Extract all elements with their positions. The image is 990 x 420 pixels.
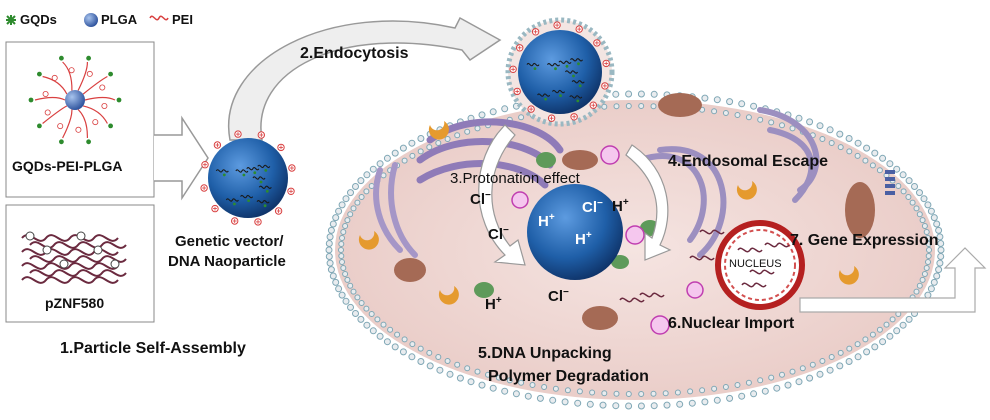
step-6-label: 6.Nuclear Import <box>668 315 795 332</box>
green-vesicles <box>474 152 660 298</box>
mitochondrion <box>582 306 618 330</box>
er-organelle <box>637 107 820 258</box>
step-3-label: 3.Protonation effect <box>450 170 580 187</box>
ion-symbol: Cl <box>582 199 597 216</box>
chloride-ion-label: Cl− <box>488 225 509 243</box>
legend-gqds-label: GQDs <box>20 12 57 27</box>
proton-label: H+ <box>485 295 502 313</box>
ribbed-organelle <box>885 170 895 195</box>
mitochondrion <box>394 258 426 282</box>
cell-membrane <box>325 90 945 410</box>
step-5-label-line2: Polymer Degradation <box>488 368 649 385</box>
central-nanoparticle <box>527 184 623 280</box>
step-2-label: 2.Endocytosis <box>300 45 409 62</box>
proton-label: H+ <box>538 212 555 230</box>
composite-label: GQDs-PEI-PLGA <box>12 158 123 174</box>
proton-label: H+ <box>575 230 592 248</box>
ion-charge: − <box>597 198 603 209</box>
mitochondrion <box>845 182 875 238</box>
vector-label-line2: DNA Naoparticle <box>168 253 286 270</box>
orange-markers <box>358 121 859 305</box>
ion-charge: + <box>548 212 555 223</box>
expression-arrow <box>799 247 987 313</box>
composite-particle-icon <box>28 55 122 145</box>
ion-charge: + <box>495 295 502 306</box>
mitochondrion <box>658 93 702 117</box>
ion-symbol: Cl <box>470 191 485 208</box>
vector-label-line1: Genetic vector/ <box>175 233 284 250</box>
chloride-ion-label: Cl− <box>548 287 569 305</box>
ion-symbol: H <box>538 213 549 230</box>
ion-symbol: H <box>485 296 496 313</box>
genetic-vector-nanoparticle <box>208 138 288 218</box>
legend-gqd-icon <box>6 15 16 25</box>
nanoparticle-decorations <box>200 21 610 226</box>
ion-symbol: Cl <box>548 288 563 305</box>
ion-symbol: H <box>612 198 623 215</box>
ion-symbol: Cl <box>488 226 503 243</box>
ion-charge: + <box>622 197 629 208</box>
cycle-arrows <box>478 124 672 266</box>
step-5-label-line1: 5.DNA Unpacking <box>478 345 612 362</box>
ion-charge: + <box>585 230 592 241</box>
nucleus-inner-ring <box>724 229 796 301</box>
ion-charge: − <box>503 225 509 236</box>
legend-pei-label: PEI <box>172 12 193 27</box>
step-4-label: 4.Endosomal Escape <box>668 153 829 170</box>
plasmid-dna-icon <box>21 231 127 284</box>
ion-symbol: H <box>575 231 586 248</box>
chloride-ion-label: Cl− <box>582 198 603 216</box>
assembly-arrow <box>154 115 209 201</box>
panel-box-composite <box>5 41 155 198</box>
dna-strands <box>619 229 790 303</box>
plasmid-label: pZNF580 <box>45 295 105 311</box>
chloride-ion-label: Cl− <box>470 190 491 208</box>
step-7-label: 7. Gene Expression <box>790 232 939 249</box>
cell-cytoplasm <box>335 100 935 400</box>
vesicle-nanoparticle <box>518 30 602 114</box>
er-organelle-2 <box>373 162 418 258</box>
legend-plga-icon <box>84 13 98 27</box>
legend-pei-icon <box>149 15 169 21</box>
ion-charge: − <box>563 287 569 298</box>
proton-label: H+ <box>612 197 629 215</box>
mitochondrion <box>562 150 598 170</box>
ion-charge: − <box>485 190 491 201</box>
endocytosis-arrow <box>227 16 502 141</box>
nucleus-label: NUCLEUS <box>729 258 782 270</box>
legend-plga-label: PLGA <box>101 12 138 27</box>
step-1-label: 1.Particle Self-Assembly <box>60 340 246 357</box>
